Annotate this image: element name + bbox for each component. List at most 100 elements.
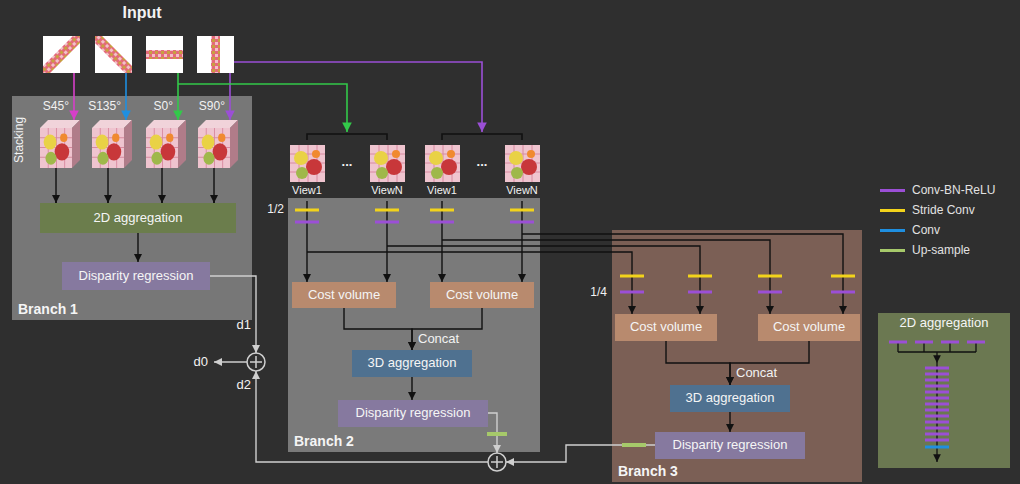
box-label: Cost volume [773,320,845,335]
feature-wire [386,201,387,282]
stride-conv-mark [295,209,534,212]
legend-swatch [880,209,905,212]
output-wire [214,361,247,362]
view-image [370,145,405,182]
flow-arrow [729,412,730,432]
panel-heading: Branch 3 [618,463,678,479]
stack-cube [146,120,186,168]
conv-bn-relu-mark [295,221,534,224]
input-arrow [177,73,179,120]
feature-wire [442,240,770,314]
conv-bn-relu-mark [620,291,855,294]
stride-conv-mark [620,275,855,278]
box-label: Disparity regression [673,438,788,453]
input-image [197,36,234,73]
view-feed-arrow [234,62,482,132]
regression-box: Disparity regression [338,400,488,427]
input-arrow [229,73,231,120]
feature-wire [441,201,442,282]
feature-wire [521,201,522,282]
conv-bn-relu-mark [925,368,949,440]
disparity-label: d0 [194,355,208,370]
box-label: 3D aggregation [368,356,457,371]
feature-wire [387,246,700,314]
conv-bn-relu-mark [889,341,985,344]
stack-cube [92,120,132,168]
stream-name: S90° [199,100,225,114]
panel-heading: 2D aggregation [900,316,989,331]
box-label: Disparity regression [356,406,471,421]
input-arrow [73,73,75,120]
input-image [95,36,132,73]
box-label: Cost volume [308,288,380,303]
flow-arrow [666,341,730,385]
panel-heading: Branch 2 [294,433,354,449]
view-name: ViewN [506,184,538,197]
sum-symbol [247,353,265,371]
legend-label: Stride Conv [912,204,975,218]
ellipsis: ... [477,155,488,170]
view-name: View1 [292,184,322,197]
arrowhead-wire [161,196,162,203]
flow-arrow [412,308,482,350]
sum-symbol [250,356,262,368]
edge-label: Concat [736,366,777,381]
branch-panel: Branch 3 Cost volume Cost volume 3D aggrega… [612,230,862,482]
flow-arrow [344,308,412,350]
legend-label: Up-sample [912,244,970,258]
view-name: View1 [427,184,457,197]
up-sample-mark [487,432,507,436]
cost-volume-box: Cost volume [430,282,534,308]
sum-symbol [488,453,506,471]
legend-swatch [880,229,905,232]
stream-name: S0° [154,100,173,114]
conv-mark [925,446,949,449]
box-label: Cost volume [446,288,518,303]
input-image [43,36,80,73]
view-image [505,145,540,182]
legend-label: Conv-BN-ReLU [912,184,995,198]
legend-item: Up-sample [880,244,970,258]
sum-symbol [491,456,503,468]
stream-name: S45° [43,100,69,114]
view-image [290,145,325,182]
cost-volume-box: Cost volume [615,314,717,341]
cost-volume-box: Cost volume [758,314,860,341]
arrowhead-wire [213,196,214,203]
disparity-label: d1 [237,318,251,333]
flow-arrow [137,233,138,262]
edge-label: Concat [418,332,459,347]
panel-heading: Branch 1 [18,301,78,317]
stack-wire [56,168,214,203]
box-label: Disparity regression [79,269,194,284]
stack-cube [198,120,238,168]
side-label: Stacking [13,117,27,163]
legend-item: Stride Conv [880,204,975,218]
up-sample-mark [622,443,646,447]
legend-swatch [880,249,905,252]
box-label: 2D aggregation [94,211,183,226]
legend-item: Conv-BN-ReLU [880,184,995,198]
aggregation-box: 3D aggregation [352,350,472,377]
flow-arrow [730,341,809,385]
legend-label: Conv [912,224,940,238]
view-name: ViewN [371,184,403,197]
group-bracket [307,134,522,140]
feature-wire [307,252,632,314]
aggregation-box: 3D aggregation [670,385,790,412]
regression-box: Disparity regression [62,262,210,290]
view-image [425,145,460,182]
output-wire [506,445,655,462]
stack-cube [40,120,80,168]
input-image [146,36,183,73]
disparity-label: d2 [237,378,251,393]
scale-label: 1/2 [267,203,284,217]
stream-name: S135° [88,100,121,114]
scale-label: 1/4 [590,286,607,300]
regression-box: Disparity regression [655,432,805,459]
module-wire [898,343,976,352]
